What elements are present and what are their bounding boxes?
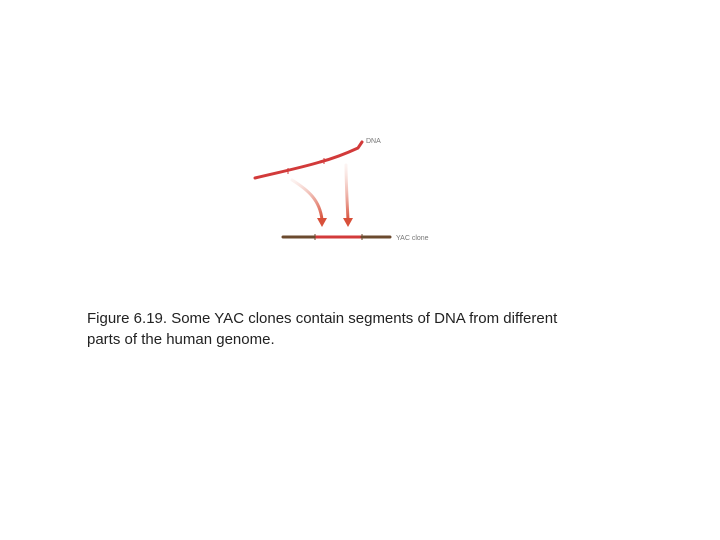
right-arrowhead [343, 218, 353, 227]
caption-line-1: Figure 6.19. Some YAC clones contain seg… [87, 310, 558, 327]
right-segment-arrow [344, 163, 350, 222]
yac-ticks [314, 234, 363, 240]
left-segment-arrow [290, 178, 324, 222]
dna-label: DNA [366, 138, 381, 145]
diagram-canvas: DNA YAC clone [253, 138, 429, 242]
dna-ticks [287, 158, 325, 174]
caption-line-2: parts of the human genome. [87, 331, 275, 348]
left-arrowhead [317, 218, 327, 227]
figure-caption: Figure 6.19. Some YAC clones contain seg… [87, 308, 647, 350]
yac-clone-diagram: DNA YAC clone [240, 120, 460, 260]
dna-strand [253, 140, 364, 180]
yac-clone-label: YAC clone [396, 235, 429, 242]
